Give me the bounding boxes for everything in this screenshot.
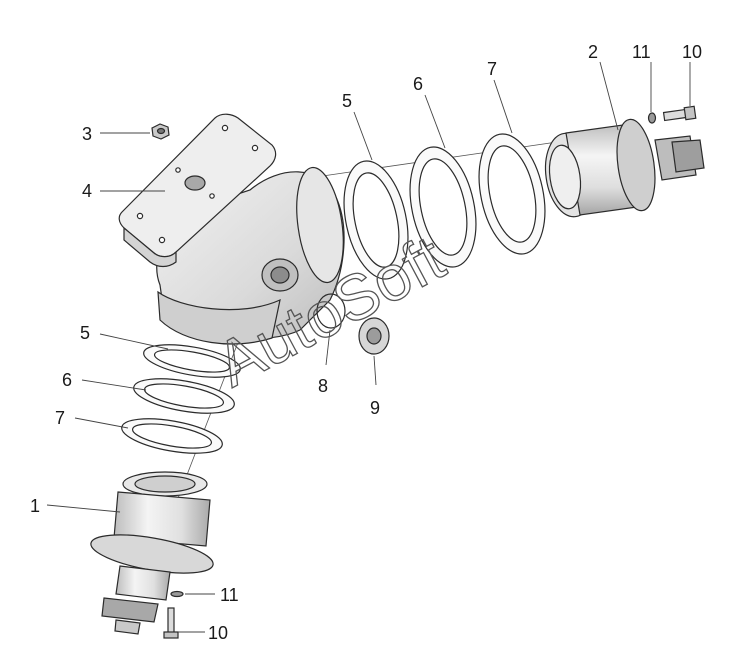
callout-6-left: 6	[62, 370, 72, 390]
callout-5-top: 5	[342, 91, 352, 111]
o-ring-8	[316, 293, 346, 329]
gasket-6-top	[409, 146, 477, 268]
washer-11-bottom	[170, 590, 184, 598]
callout-8: 8	[318, 376, 328, 396]
bolt-10-top	[662, 105, 697, 122]
leader-lines	[46, 61, 691, 633]
bearing-assembly-1	[90, 471, 214, 635]
callout-7-left: 7	[55, 408, 65, 428]
callout-7-top: 7	[487, 59, 497, 79]
callout-11-bottom: 11	[220, 585, 239, 605]
callout-3: 3	[82, 124, 92, 144]
nut-3	[151, 123, 170, 140]
gasket-6-left	[133, 378, 235, 414]
gasket-5-left	[143, 344, 241, 378]
bearing-assembly-2	[544, 118, 705, 218]
gasket-7-left	[121, 418, 223, 454]
callout-labels: 1 2 3 4 5 6 7 5 6 7 8 9 10 11 10 11	[30, 42, 702, 643]
callout-11-top: 11	[632, 42, 651, 62]
callout-2: 2	[588, 42, 598, 62]
callout-10-bottom: 10	[208, 623, 228, 643]
cap-9	[358, 317, 390, 355]
callout-4: 4	[82, 181, 92, 201]
mounting-plate	[118, 113, 277, 268]
gasket-5-top	[343, 160, 409, 280]
callout-1: 1	[30, 496, 40, 516]
callout-6-top: 6	[413, 74, 423, 94]
gasket-7-top	[478, 133, 546, 255]
callout-10-top: 10	[682, 42, 702, 62]
callout-5-left: 5	[80, 323, 90, 343]
bolt-10-bottom	[163, 607, 179, 639]
washer-11-top	[647, 112, 657, 124]
callout-9: 9	[370, 398, 380, 418]
